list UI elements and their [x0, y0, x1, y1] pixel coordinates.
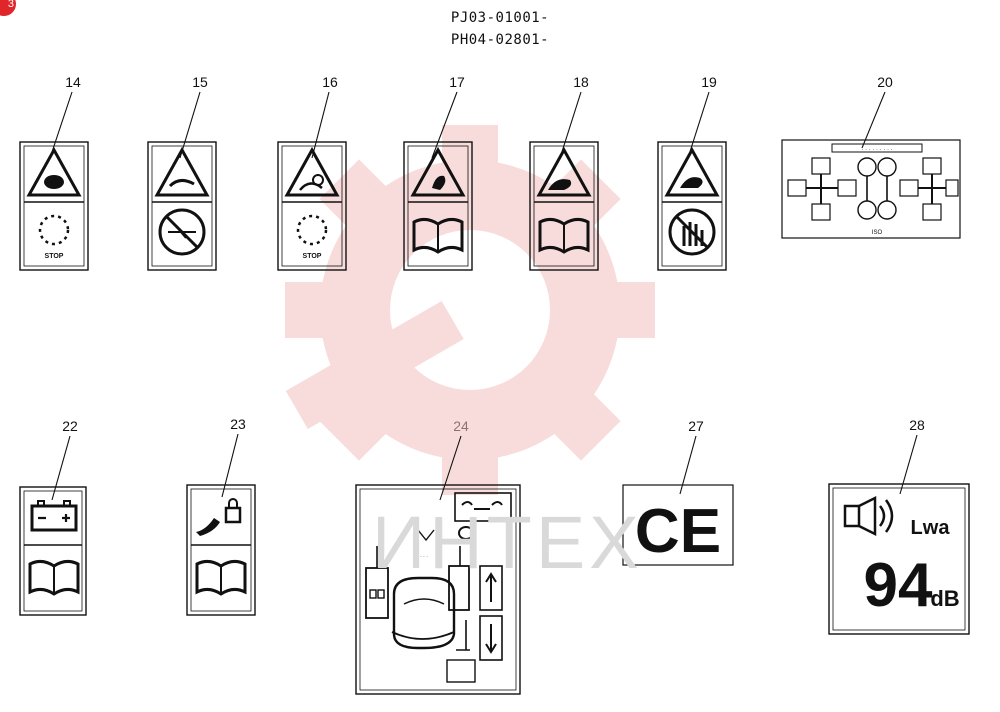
corner-badge: 3 [0, 0, 16, 16]
callout-23: 23 [230, 416, 246, 432]
iso-label: ISO [872, 230, 883, 236]
callout-14: 14 [65, 74, 81, 90]
decal-17 [403, 141, 473, 271]
callout-15: 15 [192, 74, 208, 90]
decal-14: STOP [19, 141, 89, 271]
callout-18: 18 [573, 74, 589, 90]
svg-text:· · ·: · · · [420, 554, 428, 560]
decal-27: CE [622, 484, 734, 566]
decal-23 [186, 484, 256, 616]
watermark-text: ИНТЕХ [372, 501, 643, 584]
watermark-gear-logo [285, 125, 655, 495]
decal-20: · · · · · · · · · ISO [781, 139, 961, 239]
decal-28: Lwa 94 dB [828, 483, 970, 635]
decal-16: STOP [277, 141, 347, 271]
decal-24: · · · [355, 484, 521, 695]
decal-18 [529, 141, 599, 271]
sound-level-unit: dB [930, 586, 959, 611]
callout-22: 22 [62, 418, 78, 434]
stop-label-14: STOP [45, 253, 64, 260]
decal-19 [657, 141, 727, 271]
callout-19: 19 [701, 74, 717, 90]
ce-mark: CE [635, 497, 721, 566]
lwa-label: Lwa [911, 517, 951, 539]
callout-28: 28 [909, 417, 925, 433]
part-number-line-1: PJ03-01001- [450, 10, 550, 26]
callout-17: 17 [449, 74, 465, 90]
callout-16: 16 [322, 74, 338, 90]
callout-27: 27 [688, 418, 704, 434]
stop-label-16: STOP [303, 253, 322, 260]
svg-text:· · · · · · · · ·: · · · · · · · · · [861, 147, 892, 153]
callout-20: 20 [877, 74, 893, 90]
decal-15 [147, 141, 217, 271]
part-number-line-2: PH04-02801- [450, 32, 550, 48]
sound-level-value: 94 [864, 551, 933, 620]
decal-22 [19, 486, 87, 616]
